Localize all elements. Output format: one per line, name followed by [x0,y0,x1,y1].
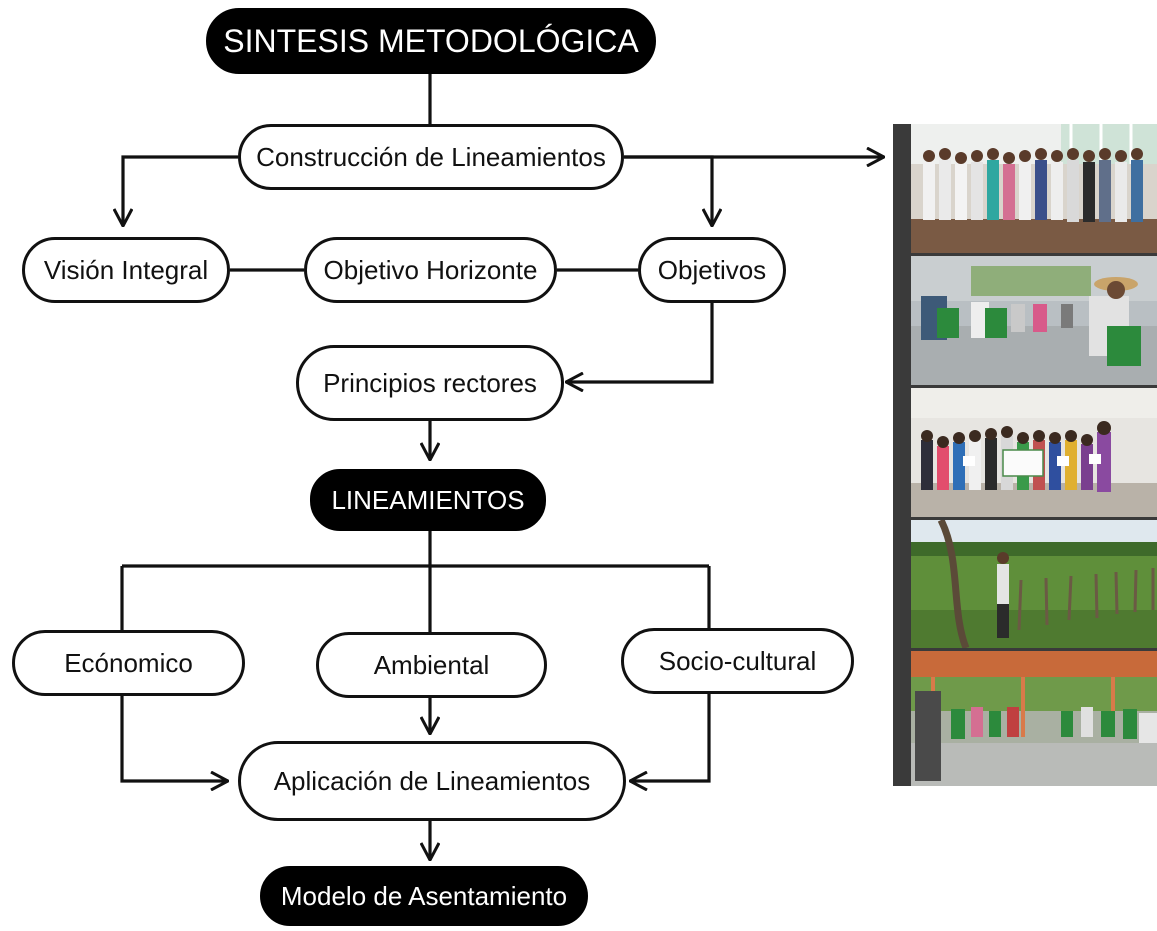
arrow-economico-aplicacion [120,696,228,781]
construccion-node: Construcción de Lineamientos [238,124,624,190]
horizonte-label: Objetivo Horizonte [323,254,538,285]
objetivos-node: Objetivos [638,237,786,303]
field-fence-man-photo [911,520,1157,648]
arrow-construccion-vision [123,155,238,226]
arrow-objetivos-principios [566,303,714,382]
photo-strip [893,124,1157,786]
ambiental-label: Ambiental [373,649,490,680]
objetivos-label: Objetivos [657,254,767,285]
arrow-sociocultural-aplicacion [630,694,711,781]
lineamientos-label: LINEAMIENTOS [331,484,525,515]
horizonte-node: Objetivo Horizonte [304,237,557,303]
economico-node: Ecónomico [12,630,245,696]
principios-node: Principios rectores [296,345,564,421]
principios-label: Principios rectores [323,367,537,398]
construccion-label: Construcción de Lineamientos [256,141,606,172]
ambiental-node: Ambiental [316,632,547,698]
circle-meeting-pavilion-photo [911,651,1157,786]
lineamientos-node: LINEAMIENTOS [310,469,546,531]
vision-label: Visión Integral [43,254,209,285]
title-node: SINTESIS METODOLÓGICA [206,8,656,74]
sociocultural-label: Socio-cultural [658,645,817,676]
modelo-node: Modelo de Asentamiento [260,866,588,926]
modelo-label: Modelo de Asentamiento [280,880,568,911]
arrow-construccion-objetivos [624,155,712,226]
sociocultural-node: Socio-cultural [621,628,854,694]
aplicacion-node: Aplicación de Lineamientos [238,741,626,821]
group-standing-indoors-photo [911,124,1157,253]
vision-node: Visión Integral [22,237,230,303]
seated-meeting-outdoors-photo [911,256,1157,385]
children-holding-papers-photo [911,388,1157,517]
title-label: SINTESIS METODOLÓGICA [223,22,639,59]
aplicacion-label: Aplicación de Lineamientos [273,765,591,796]
economico-label: Ecónomico [64,647,193,678]
